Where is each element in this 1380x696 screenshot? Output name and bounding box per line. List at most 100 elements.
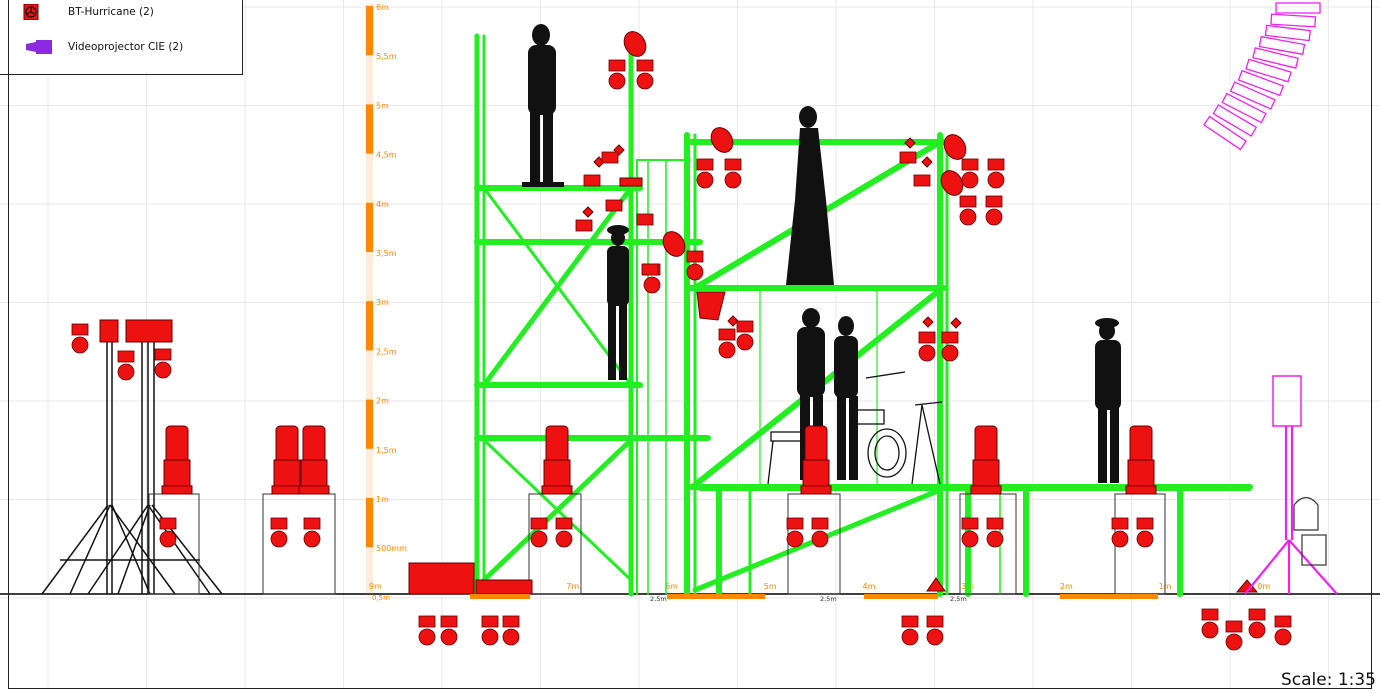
fixture-tag <box>481 615 499 628</box>
fixture-tag <box>986 517 1004 530</box>
silhouette-man-top <box>522 24 564 187</box>
fixture-tag <box>575 219 593 232</box>
fixture-tag <box>636 213 654 226</box>
fixture-tag <box>899 151 917 164</box>
fixture-tag <box>154 348 172 361</box>
fixture-tag <box>641 263 659 276</box>
fixture-tag <box>440 615 458 628</box>
fixture-tag <box>159 517 177 530</box>
ruler-label: 6m <box>376 3 389 12</box>
hanging-spot <box>940 170 964 196</box>
fixture-tag <box>736 320 754 333</box>
par-fixture <box>904 137 916 149</box>
hanging-spot <box>943 134 967 160</box>
performer-silhouettes <box>522 24 1121 483</box>
fixture-address <box>718 341 736 359</box>
scale-indicator: Scale: 1:35 <box>1280 670 1376 690</box>
line-array-box <box>1221 92 1267 124</box>
spot-fixture <box>125 319 173 343</box>
dimension-segments <box>470 594 1158 599</box>
fixture-address <box>1111 530 1129 548</box>
fixture-tag <box>811 517 829 530</box>
fixture-address <box>117 363 135 381</box>
fixture-address <box>1136 530 1154 548</box>
fixture-address <box>786 530 804 548</box>
fixture-tag <box>71 323 89 336</box>
fixture-address <box>926 628 944 646</box>
line-array-box <box>1252 47 1299 69</box>
fixture-address <box>1248 621 1266 639</box>
fixture-tag <box>636 59 654 72</box>
fixture-address <box>636 72 654 90</box>
fixture-tag <box>1274 615 1292 628</box>
ruler-segment <box>366 399 373 449</box>
fixture-tag <box>913 174 931 187</box>
ruler-label: 4m <box>376 200 389 209</box>
fixture-tag <box>502 615 520 628</box>
ruler-segment <box>366 6 373 56</box>
par-fixture <box>727 315 739 327</box>
span-label: 2,5m <box>650 595 667 603</box>
fixture-address <box>724 171 742 189</box>
projector-stand <box>1244 375 1338 595</box>
fixture-address <box>502 628 520 646</box>
fixture-address <box>1201 621 1219 639</box>
fixture-address <box>154 361 172 379</box>
ruler-x-label: 2m <box>1060 582 1073 591</box>
legend-panel: BT-Hurricane (2) Videoprojector CIE (2) <box>0 0 243 75</box>
moving-head <box>970 425 1002 495</box>
ruler-x-label: 4m <box>863 582 876 591</box>
fixture-address <box>959 208 977 226</box>
fixture-address <box>530 530 548 548</box>
fixture-address <box>440 628 458 646</box>
fixture-tag <box>270 517 288 530</box>
silhouette-hat-man-right <box>1095 318 1121 483</box>
ruler-segment <box>366 301 373 351</box>
fixture-address <box>1274 628 1292 646</box>
fixture-plinths <box>148 493 1166 595</box>
fixture-tag <box>686 250 704 263</box>
ruler-segment <box>366 202 373 252</box>
moving-head <box>271 425 303 495</box>
lighting-stands <box>41 335 223 595</box>
fixture-tag <box>1111 517 1129 530</box>
line-array-box <box>1270 13 1317 28</box>
ruler-label: 2,5m <box>376 347 397 356</box>
fixture-tag <box>786 517 804 530</box>
fixture-tag <box>959 195 977 208</box>
fixture-tag <box>985 195 1003 208</box>
span-label: 2,5m <box>820 595 837 603</box>
fixture-tag <box>1225 620 1243 633</box>
legend-label-projector: Videoprojector CIE (2) <box>68 41 184 53</box>
flight-cases <box>408 562 1259 595</box>
fixture-address <box>686 263 704 281</box>
fixture-labels <box>71 59 1292 651</box>
fixture-address <box>1225 633 1243 651</box>
ruler-label: 5m <box>376 101 389 110</box>
fixture-tag <box>601 151 619 164</box>
fixture-tag <box>926 615 944 628</box>
fixture-tag <box>987 158 1005 171</box>
fixture-tag <box>418 615 436 628</box>
fixture-address <box>608 72 626 90</box>
ruler-label: 3m <box>376 298 389 307</box>
fixture-tag <box>117 350 135 363</box>
fixture-tag <box>724 158 742 171</box>
fixture-address <box>418 628 436 646</box>
fixture-address <box>270 530 288 548</box>
fixture-tag <box>1136 517 1154 530</box>
fixture-address <box>901 628 919 646</box>
ruler-label: 3,5m <box>376 249 397 258</box>
fixture-address <box>811 530 829 548</box>
line-array-box <box>1212 104 1258 137</box>
fixture-tag <box>1248 608 1266 621</box>
line-array-box <box>1229 81 1276 110</box>
fixture-tag <box>961 158 979 171</box>
par-fixture <box>922 316 934 328</box>
ruler-label: 2m <box>376 397 389 406</box>
clamp <box>619 177 643 187</box>
ruler-segment <box>366 498 373 548</box>
par-fixture <box>921 156 933 168</box>
ruler-left-label: 0,5m <box>372 594 390 602</box>
